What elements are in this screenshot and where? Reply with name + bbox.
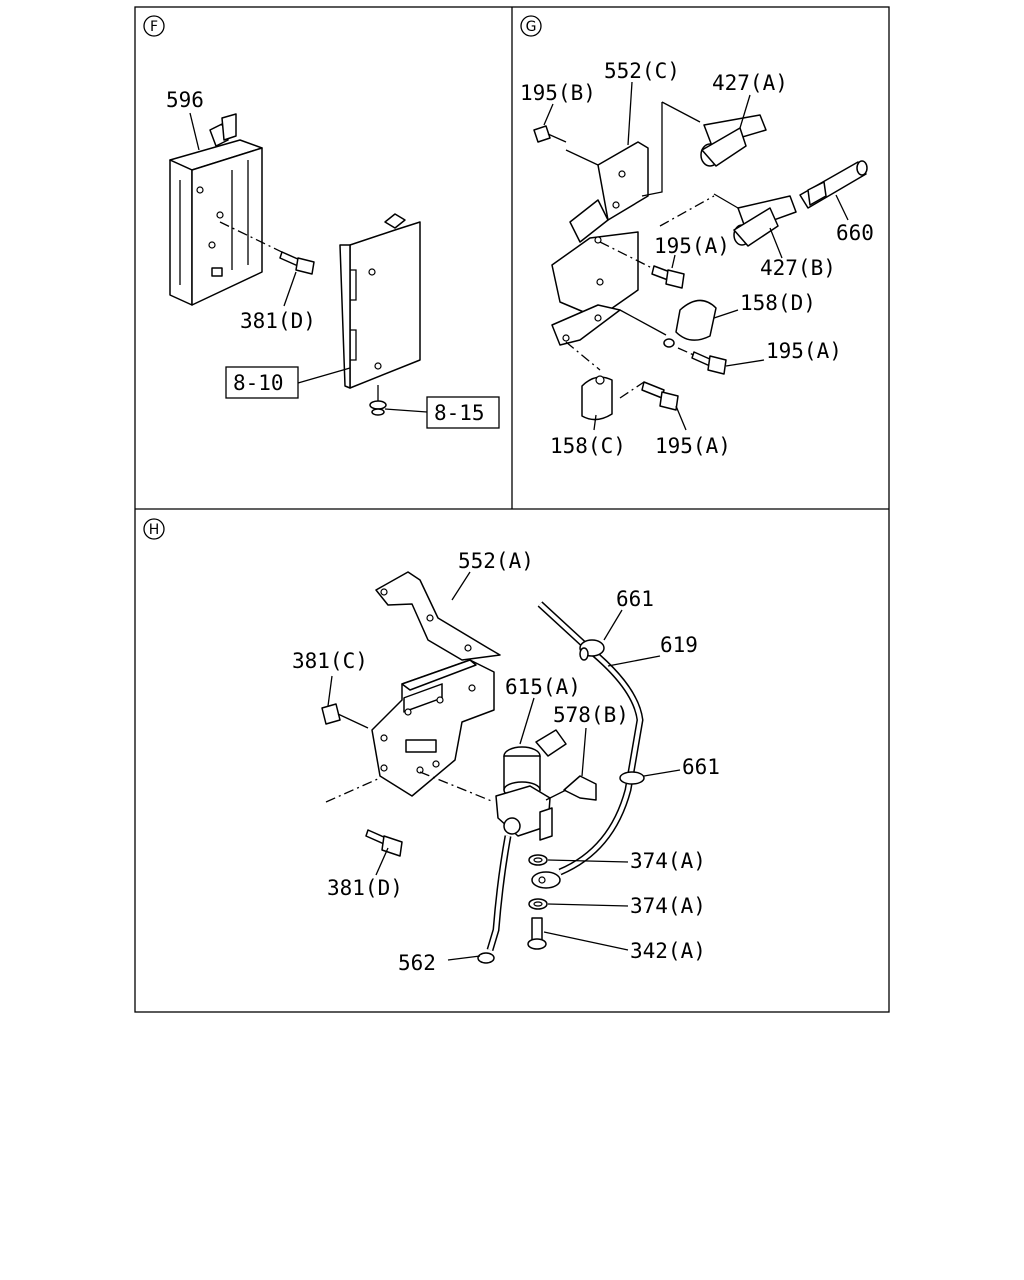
label-195a-3: 195(A) (655, 434, 731, 458)
panel-g-marker-circle (520, 15, 542, 37)
bracket-596 (169, 113, 263, 306)
label-562: 562 (398, 951, 436, 975)
ref-box-8-15 (426, 396, 500, 429)
bolt-381c (321, 703, 369, 729)
fitting-578b (545, 775, 597, 801)
panel-h-marker: H (149, 522, 160, 538)
label-427b: 427(B) (760, 256, 836, 280)
bolt-195a-2 (677, 347, 727, 375)
valve-615a (495, 729, 567, 841)
panel-f: F (143, 15, 500, 429)
label-660: 660 (836, 221, 874, 245)
clamp-158c (565, 341, 613, 421)
bracket-plate (371, 659, 495, 797)
bolt-195b (533, 125, 599, 166)
hose-562 (477, 835, 512, 964)
bolt-381d-h (365, 829, 403, 857)
label-195a-1: 195(A) (654, 234, 730, 258)
label-381c: 381(C) (292, 649, 368, 673)
label-661-upper: 661 (616, 587, 654, 611)
clamp-158d (619, 299, 717, 348)
bolt-195a-3 (619, 381, 679, 411)
panel-h: H (143, 518, 720, 975)
pipe-660 (799, 160, 868, 209)
washer-374a-lower (528, 898, 548, 910)
panel-g: G (520, 15, 874, 458)
label-615a: 615(A) (505, 675, 581, 699)
label-619: 619 (660, 633, 698, 657)
ref-8-10: 8-10 (233, 371, 284, 395)
label-661-lower: 661 (682, 755, 720, 779)
bracket-552c (551, 141, 649, 346)
connector-427b (659, 193, 797, 247)
bolt-195a-1 (599, 241, 685, 289)
label-552c: 552(C) (604, 59, 680, 83)
label-427a: 427(A) (712, 71, 788, 95)
connector-427a (641, 101, 767, 197)
label-158c: 158(C) (550, 434, 626, 458)
label-552a: 552(A) (458, 549, 534, 573)
panel-f-marker-circle (143, 15, 165, 37)
pipe-619 (531, 601, 644, 889)
label-596: 596 (166, 88, 204, 112)
label-158d: 158(D) (740, 291, 816, 315)
bolt-342a (527, 917, 547, 950)
washer-374a-upper (528, 854, 548, 866)
grommet-661-lower (619, 771, 645, 785)
ref-box-8-10 (225, 366, 299, 399)
label-578b: 578(B) (553, 703, 629, 727)
bracket-552a (375, 571, 501, 661)
panel-h-marker-circle (143, 518, 165, 540)
label-342a: 342(A) (630, 939, 706, 963)
label-195b: 195(B) (520, 81, 596, 105)
panel-g-marker: G (526, 19, 537, 35)
bolt-381d-f (219, 221, 315, 275)
grommet-661-upper (579, 639, 605, 661)
label-374a-lower: 374(A) (630, 894, 706, 918)
label-381d-h: 381(D) (327, 876, 403, 900)
label-381d-f: 381(D) (240, 309, 316, 333)
label-374a-upper: 374(A) (630, 849, 706, 873)
panel-f-marker: F (150, 19, 158, 35)
label-195a-2: 195(A) (766, 339, 842, 363)
ref-8-15: 8-15 (434, 401, 485, 425)
screw-8-15 (369, 385, 387, 416)
module-8-10 (339, 213, 421, 389)
